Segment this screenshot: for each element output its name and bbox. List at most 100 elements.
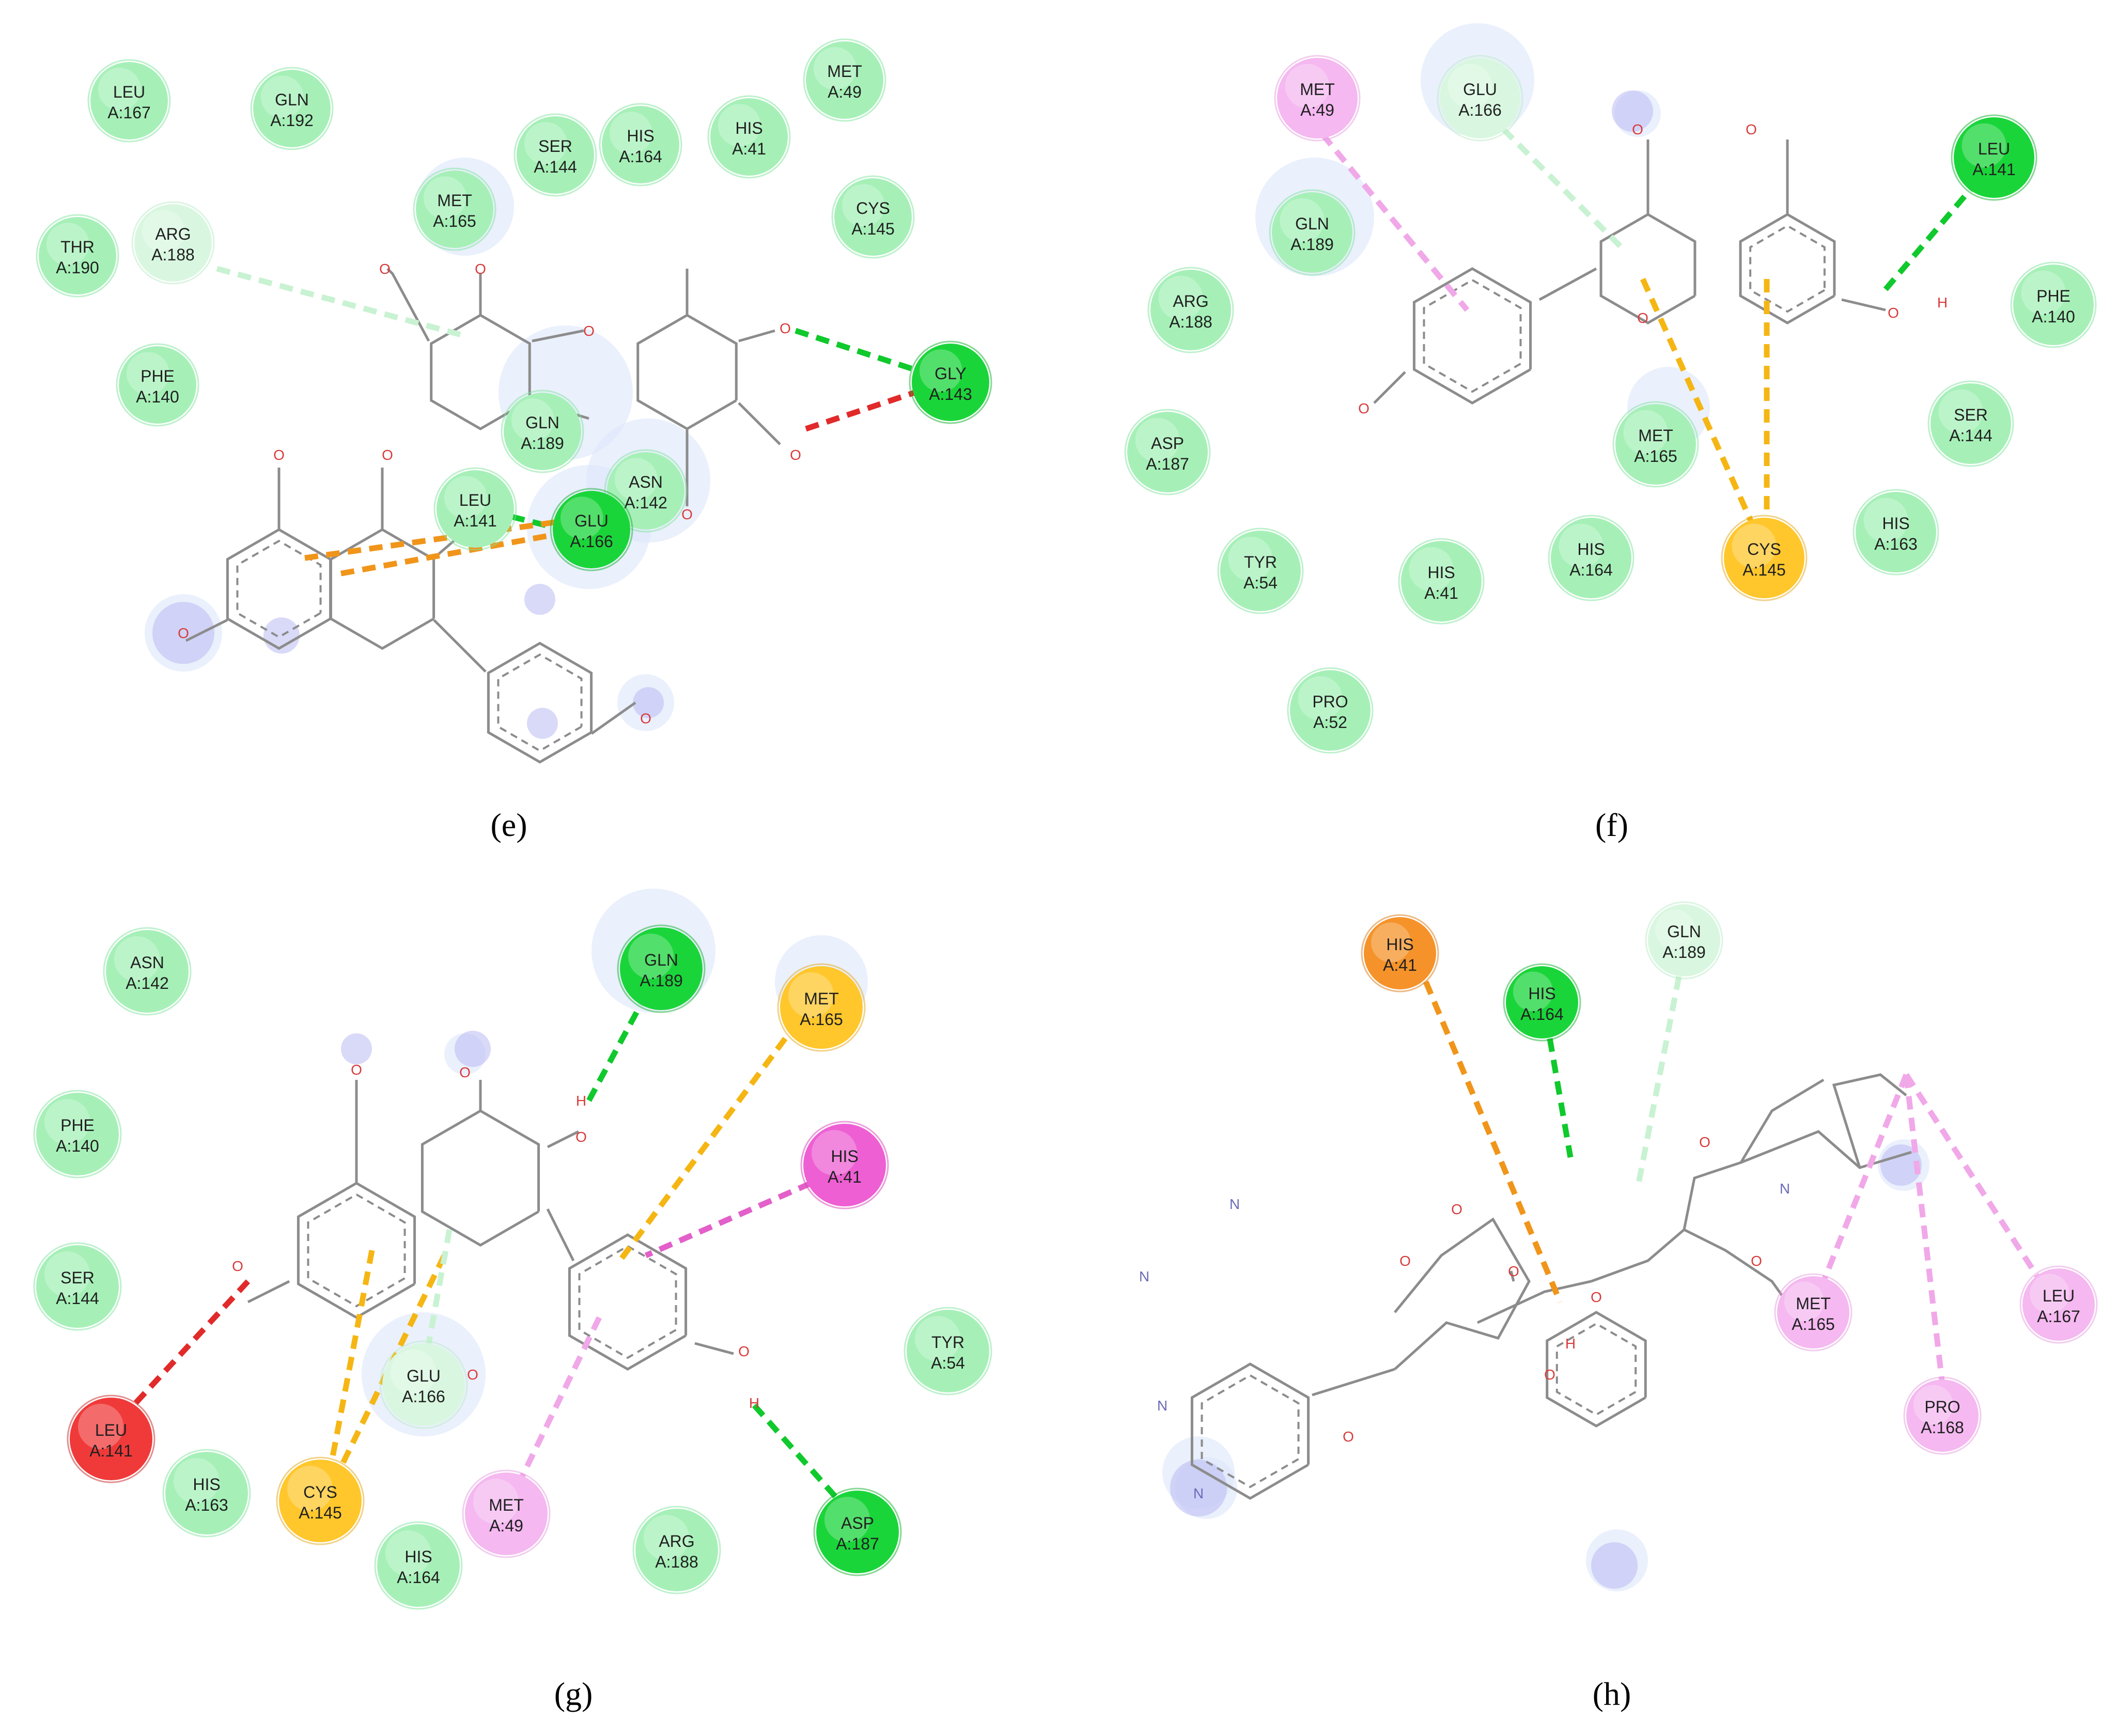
panel-label-f: (f) [1595, 807, 1628, 843]
residue-name: HIS [627, 127, 654, 145]
residue-name: MET [1300, 80, 1335, 99]
residue-name: HIS [1528, 984, 1555, 1003]
residue-name: HIS [1577, 540, 1605, 559]
atom-label: O [738, 1343, 750, 1359]
residue-glu-166: GLU A:166 [550, 488, 633, 571]
atom-label: O [1699, 1134, 1710, 1150]
residue-number: A:167 [107, 103, 151, 122]
residue-name: ASP [841, 1514, 874, 1532]
atom-label: O [1746, 121, 1757, 137]
residue-met-49: MET A:49 [1274, 55, 1361, 142]
residue-number: A:187 [836, 1535, 879, 1553]
residue-name: CYS [1747, 540, 1781, 559]
atom-label: O [232, 1258, 243, 1274]
residue-number: A:142 [126, 974, 169, 993]
residue-number: A:165 [1634, 447, 1677, 466]
residue-name: GLU [574, 512, 609, 530]
residue-number: A:165 [1792, 1315, 1835, 1334]
residue-name: CYS [303, 1483, 337, 1501]
atom-label: O [1508, 1263, 1519, 1279]
residue-name: ARG [659, 1532, 694, 1551]
residue-number: A:54 [1243, 574, 1278, 592]
residue-number: A:144 [1949, 426, 1993, 445]
atom-label: O [1399, 1253, 1411, 1269]
residue-number: A:141 [1972, 160, 2016, 179]
residue-number: A:49 [1300, 101, 1334, 119]
atom-label: O [1451, 1201, 1462, 1217]
atom-label: O [351, 1062, 362, 1078]
residue-name: HIS [404, 1547, 432, 1566]
residue-name: GLY [935, 364, 967, 383]
atom-label: O [379, 261, 391, 277]
residue-number: A:49 [828, 83, 862, 101]
atom-label: O [1888, 305, 1899, 321]
atom-label: O [178, 625, 189, 641]
residue-name: MET [489, 1496, 524, 1514]
residue-number: A:165 [800, 1010, 843, 1029]
residue-name: HIS [193, 1475, 220, 1494]
atom-label: O [790, 447, 801, 463]
residue-name: LEU [459, 491, 491, 509]
residue-name: MET [1638, 426, 1673, 445]
atom-label: O [575, 1129, 587, 1145]
residue-name: LEU [2043, 1287, 2075, 1305]
residue-name: HIS [1427, 563, 1455, 582]
residue-number: A:189 [1662, 943, 1706, 962]
residue-number: A:166 [1458, 101, 1502, 119]
residue-number: A:54 [931, 1354, 965, 1372]
residue-number: A:165 [433, 212, 476, 230]
interaction-lines [121, 127, 2043, 1500]
residue-number: A:163 [1874, 535, 1918, 553]
residue-number: A:166 [402, 1387, 445, 1406]
residue-number: A:167 [2037, 1307, 2080, 1326]
residue-name: ASN [629, 473, 663, 491]
residue-name: GLN [1295, 214, 1329, 233]
residue-name: GLN [525, 413, 559, 432]
atom-label: O [780, 320, 791, 336]
atom-label: N [1157, 1398, 1168, 1414]
residue-gln-189: GLN A:189 [501, 390, 584, 473]
residue-number: A:189 [521, 434, 564, 453]
residue-name: ARG [155, 225, 191, 243]
residue-name: MET [437, 191, 472, 210]
atom-label: O [1591, 1289, 1602, 1305]
residue-number: A:188 [655, 1553, 698, 1571]
residue-asn-142: ASN A:142 [604, 449, 688, 533]
residue-number: A:141 [89, 1442, 133, 1460]
residue-name: HIS [1882, 514, 1909, 533]
residue-name: THR [60, 238, 95, 256]
atom-label: H [1937, 295, 1948, 311]
atom-label: H [576, 1093, 586, 1109]
residue-asp-187: ASP A:187 [813, 1487, 902, 1576]
residue-number: A:145 [851, 220, 895, 238]
atom-label: O [475, 261, 486, 277]
residue-name: PHE [2036, 287, 2071, 305]
atom-label: O [467, 1367, 478, 1383]
residue-number: A:166 [570, 532, 613, 551]
residue-name: HIS [1386, 935, 1413, 954]
residue-number: A:142 [624, 493, 667, 512]
residue-number: A:187 [1146, 455, 1189, 473]
residue-number: A:49 [489, 1516, 523, 1535]
atom-label: H [1565, 1336, 1576, 1352]
residue-leu-167: LEU A:167 [2019, 1265, 2098, 1344]
residue-name: PRO [1312, 692, 1348, 711]
